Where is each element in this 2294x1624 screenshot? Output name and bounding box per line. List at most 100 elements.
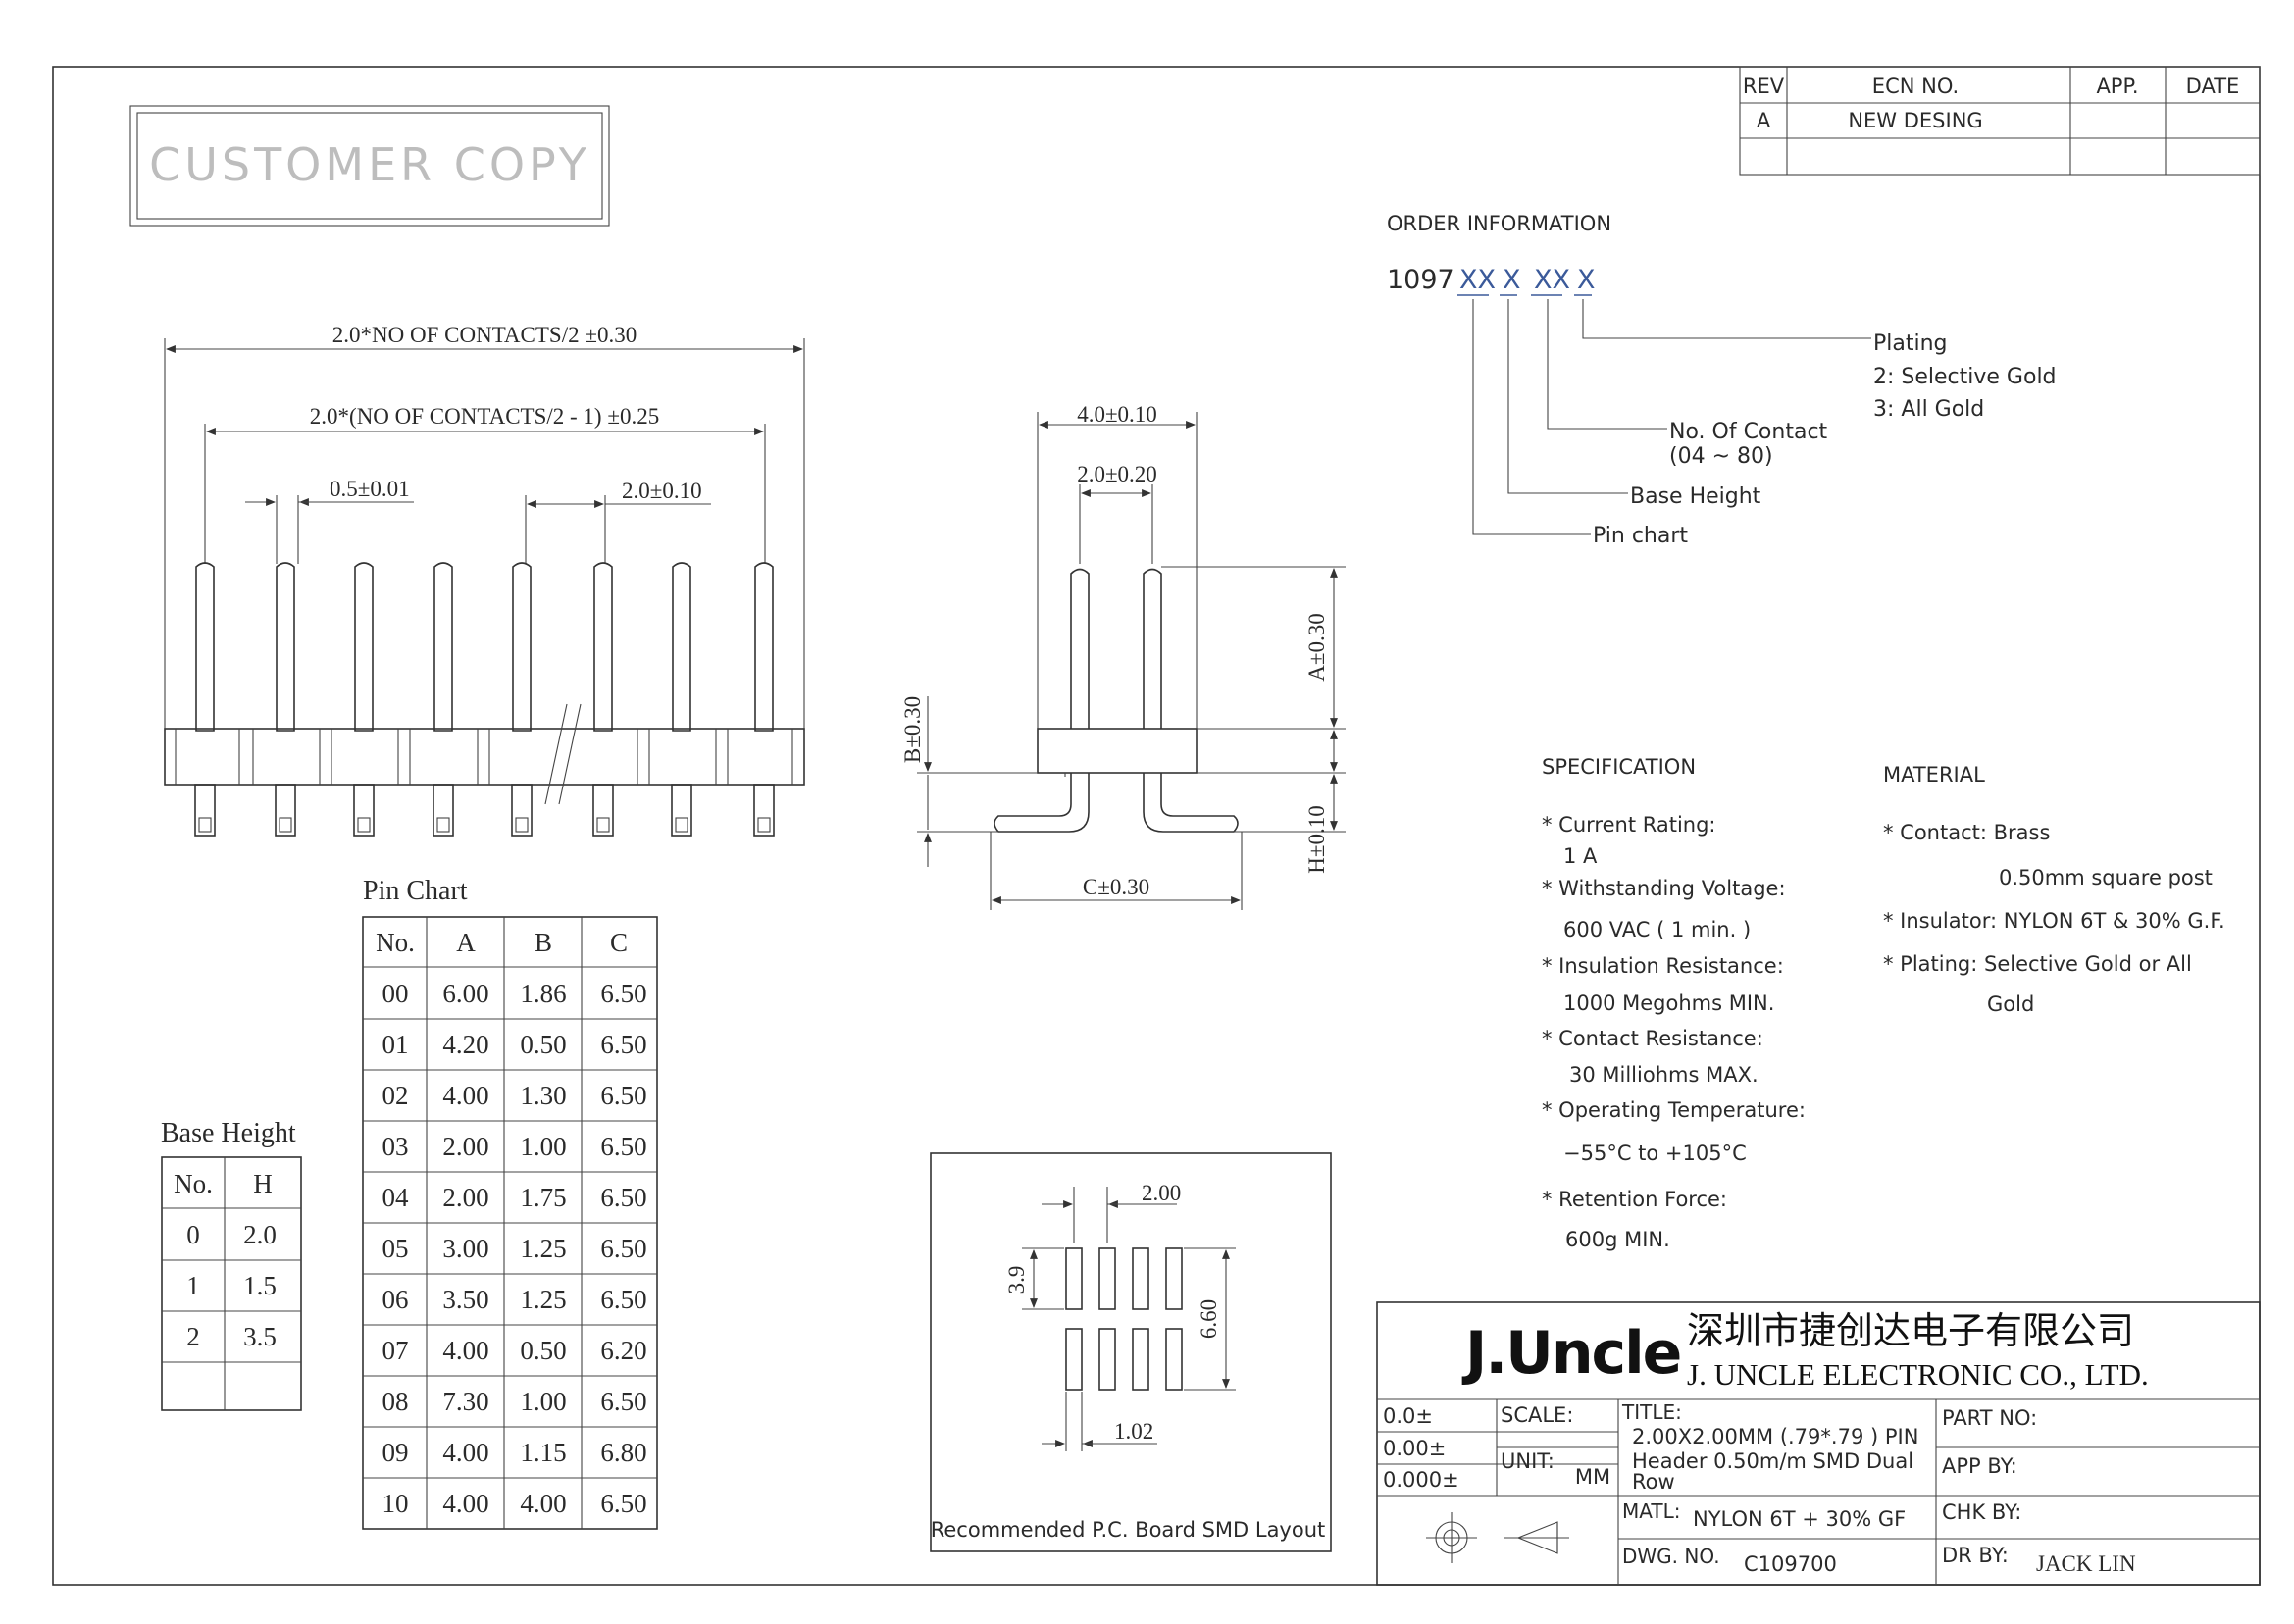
pin-chart-cell: 6.50: [600, 1183, 646, 1212]
spec-line: 1 A: [1563, 844, 1598, 868]
pin-chart-cell: 4.00: [520, 1489, 566, 1518]
pin-chart-cell: 6.00: [442, 979, 488, 1008]
pin-chart-header: No.: [376, 928, 415, 957]
pin-chart-cell: 6.50: [600, 979, 646, 1008]
pin-chart-header: B: [535, 928, 552, 957]
pin-chart-cell: 1.25: [520, 1285, 566, 1314]
order-info-title: ORDER INFORMATION: [1387, 212, 1611, 235]
pin-chart-cell: 1.75: [520, 1183, 566, 1212]
company-name-cn: 深圳市捷创达电子有限公司: [1687, 1309, 2134, 1352]
contact-count-range: (04 ~ 80): [1669, 444, 1773, 469]
rev-header: REV: [1743, 75, 1785, 98]
contact-count-label: No. Of Contact: [1669, 420, 1828, 444]
material-title: MATERIAL: [1883, 763, 1985, 787]
order-code-field-2: X: [1503, 265, 1521, 295]
pin-chart-cell: 08: [382, 1387, 409, 1416]
dim-pin-pitch: 2.0±0.10: [622, 479, 702, 503]
pin-chart-cell: 04: [382, 1183, 410, 1212]
matl-label: MATL:: [1622, 1499, 1680, 1523]
matl-value: NYLON 6T + 30% GF: [1693, 1507, 1906, 1531]
pin-chart-cell: 1.25: [520, 1234, 566, 1263]
pcb-layout: 2.00 3.9 6.60 1.02 Recommended P.C. Boar…: [930, 1152, 1332, 1552]
ecn-value: NEW DESING: [1848, 109, 1982, 132]
front-pins: [195, 562, 774, 732]
chk-by-label: CHK BY:: [1942, 1500, 2021, 1524]
pin-chart-cell: 05: [382, 1234, 409, 1263]
order-information: ORDER INFORMATION 1097 XX X XX X Plating…: [1387, 212, 2057, 548]
ecn-header: ECN NO.: [1872, 75, 1959, 98]
dim-overall-length: 2.0*NO OF CONTACTS/2 ±0.30: [332, 323, 637, 347]
pcb-dim-pitch: 2.00: [1142, 1181, 1181, 1205]
dr-by-value: JACK LIN: [2036, 1551, 2136, 1576]
projection-symbol-icon: [1426, 1512, 1569, 1563]
app-by-label: APP BY:: [1942, 1454, 2017, 1478]
pin-chart-cell: 3.00: [442, 1234, 488, 1263]
dr-by-label: DR BY:: [1942, 1544, 2009, 1567]
spec-line: 30 Milliohms MAX.: [1569, 1063, 1759, 1087]
pin-chart-cell: 6.50: [600, 1081, 646, 1110]
dim-inner-length: 2.0*(NO OF CONTACTS/2 - 1) ±0.25: [310, 404, 659, 429]
material-line: * Insulator: NYLON 6T & 30% G.F.: [1883, 909, 2225, 933]
title-line-2: Header 0.50m/m SMD Dual: [1632, 1449, 1913, 1473]
title-label: TITLE:: [1621, 1400, 1682, 1424]
revision-table: REV ECN NO. APP. DATE A NEW DESING: [1739, 66, 2261, 176]
pin-chart-cell: 09: [382, 1438, 409, 1467]
tolerance-3: 0.000±: [1383, 1468, 1459, 1492]
pin-chart-cell: 07: [382, 1336, 409, 1365]
company-name-en: J. UNCLE ELECTRONIC CO., LTD.: [1687, 1357, 2149, 1392]
pin-chart-cell: 2.00: [442, 1183, 488, 1212]
title-block: J.Uncle 深圳市捷创达电子有限公司 J. UNCLE ELECTRONIC…: [1376, 1301, 2261, 1586]
pin-chart-cell: 4.00: [442, 1081, 488, 1110]
base-height-title: Base Height: [161, 1118, 296, 1148]
dim-pin-width: 0.5±0.01: [330, 477, 410, 501]
stamp-text: CUSTOMER COPY: [149, 138, 590, 191]
side-view: 4.0±0.10 2.0±0.20 A±0.30 H±0.10 B±0.30: [900, 402, 1346, 910]
spec-line: 1000 Megohms MIN.: [1563, 991, 1774, 1015]
spec-line: * Insulation Resistance:: [1542, 954, 1784, 978]
pin-chart-cell: 7.30: [442, 1387, 488, 1416]
plating-option-2: 2: Selective Gold: [1873, 365, 2057, 389]
pcb-dim-span: 6.60: [1197, 1299, 1221, 1339]
unit-label: UNIT:: [1501, 1449, 1555, 1473]
dwg-no-label: DWG. NO.: [1622, 1545, 1720, 1568]
spec-line: * Contact Resistance:: [1542, 1027, 1763, 1050]
app-header: APP.: [2096, 75, 2138, 98]
spec-line: * Operating Temperature:: [1542, 1098, 1806, 1122]
material-line: * Contact: Brass: [1883, 821, 2050, 844]
pin-chart-cell: 0.50: [520, 1030, 566, 1059]
pin-chart-cell: 1.00: [520, 1387, 566, 1416]
base-height-table: Base Height No. H 0 2.0 1 1.5 2 3.5: [161, 1118, 302, 1411]
front-feet: [194, 784, 775, 837]
base-height-label: Base Height: [1630, 484, 1761, 509]
pin-chart-header: C: [610, 928, 628, 957]
dim-a: A±0.30: [1304, 613, 1329, 681]
base-height-cell: 3.5: [243, 1322, 277, 1351]
pcb-dim-pad-height: 3.9: [1004, 1266, 1029, 1294]
spec-line: 600g MIN.: [1565, 1228, 1670, 1251]
tolerance-1: 0.0±: [1383, 1404, 1433, 1428]
pin-chart-cell: 6.50: [600, 1030, 646, 1059]
dim-c: C±0.30: [1083, 875, 1149, 899]
date-header: DATE: [2186, 75, 2240, 98]
pin-chart-cell: 6.20: [600, 1336, 646, 1365]
customer-copy-stamp: CUSTOMER COPY: [129, 105, 610, 227]
rev-value: A: [1757, 109, 1771, 132]
spec-line: * Withstanding Voltage:: [1542, 877, 1786, 900]
pin-chart-cell: 6.50: [600, 1234, 646, 1263]
order-code-field-4: X: [1577, 265, 1596, 295]
pin-chart-cell: 0.50: [520, 1336, 566, 1365]
title-line-1: 2.00X2.00MM (.79*.79 ) PIN: [1632, 1425, 1918, 1448]
part-no-label: PART NO:: [1942, 1406, 2037, 1430]
pin-chart-cell: 06: [382, 1285, 409, 1314]
spec-title: SPECIFICATION: [1542, 755, 1696, 779]
pin-chart-cell: 4.00: [442, 1336, 488, 1365]
base-height-header: No.: [174, 1169, 213, 1198]
order-code-prefix: 1097: [1387, 265, 1454, 295]
title-line-3: Row: [1632, 1470, 1675, 1494]
pin-chart-cell: 6.50: [600, 1489, 646, 1518]
spec-line: −55°C to +105°C: [1563, 1142, 1747, 1165]
pin-chart-title: Pin Chart: [363, 876, 468, 906]
material-line: * Plating: Selective Gold or All: [1883, 952, 2192, 976]
pin-chart-cell: 4.20: [442, 1030, 488, 1059]
